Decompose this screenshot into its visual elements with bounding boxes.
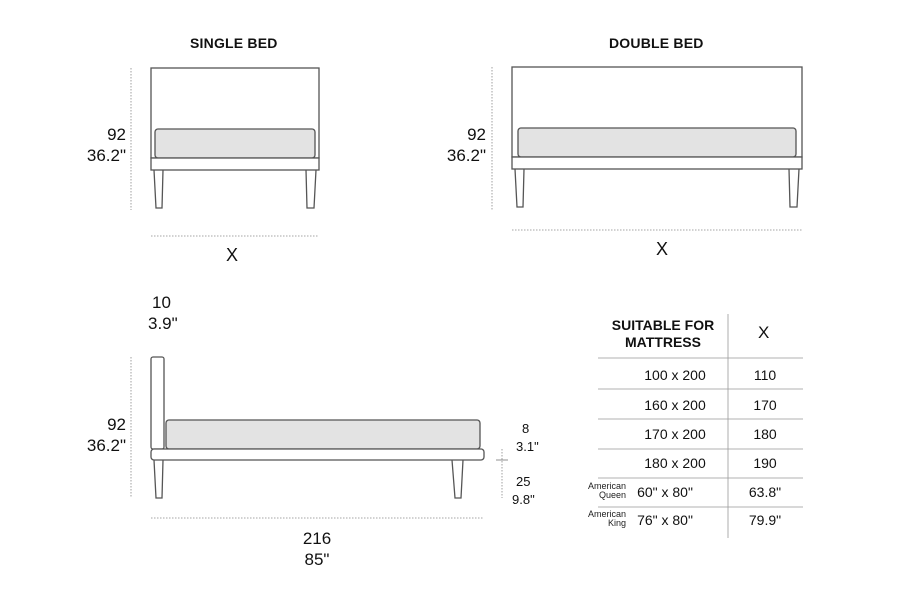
double-bed-height-in: 36.2": [446, 146, 486, 165]
single-bed-height-cm: 92: [107, 125, 126, 144]
side-height-cm: 92: [107, 415, 126, 434]
table-row-5-mattress: 60" x 80": [637, 484, 693, 500]
table-row-2-x: 170: [753, 397, 777, 413]
table-row-3-mattress: 170 x 200: [644, 426, 706, 442]
double-bed-height: 92 36.2": [420, 124, 486, 166]
table-row-2-mattress: 160 x 200: [644, 397, 706, 413]
table-header-x: X: [758, 323, 770, 342]
single-bed-height-in: 36.2": [86, 146, 126, 165]
table-row-6-mattress: 76" x 80": [637, 512, 693, 528]
side-length-cm: 216: [302, 529, 332, 548]
leg-height-in: 9.8": [512, 492, 535, 507]
table-row-5-x: 63.8": [748, 484, 782, 500]
table-row-6-x: 79.9": [748, 512, 782, 528]
table-row-5-note-line-2: Queen: [598, 490, 626, 500]
single-bed-height: 92 36.2": [60, 124, 126, 166]
table-grid: [598, 314, 803, 538]
leg-height-cm: 25: [516, 474, 531, 489]
table-row-4-x: 190: [753, 455, 777, 471]
double-bed-width-label: X: [656, 239, 669, 259]
side-height-in: 36.2": [86, 436, 126, 455]
leg-height: 25 9.8": [512, 473, 535, 509]
frame-height-cm: 8: [522, 421, 530, 436]
side-length: 216 85": [300, 528, 334, 570]
table-header-mattress: SUITABLE FOR MATTRESS: [598, 317, 728, 351]
frame-height: 8 3.1": [516, 420, 539, 456]
headboard-thickness-in: 3.9": [148, 314, 178, 333]
frame-height-in: 3.1": [516, 439, 539, 454]
double-bed-front-drawing: [511, 66, 803, 208]
headboard-thickness-cm: 10: [152, 293, 171, 312]
table-row-4-mattress: 180 x 200: [644, 455, 706, 471]
table-row-6-note-line-2: King: [607, 518, 626, 528]
table-row-1-x: 110: [753, 367, 777, 383]
table-row-6-note-line-1: American: [587, 509, 626, 519]
side-view-drawing: [150, 356, 485, 499]
double-bed-title: DOUBLE BED: [609, 35, 704, 51]
headboard-thickness: 10 3.9": [148, 292, 178, 334]
single-bed-title: SINGLE BED: [190, 35, 278, 51]
table-row-5-note: American Queen: [572, 482, 626, 500]
table-header-line-2: MATTRESS: [625, 334, 701, 350]
table-row-6-note: American King: [572, 510, 626, 528]
table-row-5-note-line-1: American: [587, 481, 626, 491]
single-bed-width-label: X: [226, 245, 239, 265]
double-bed-height-cm: 92: [467, 125, 486, 144]
single-bed-front-drawing: [150, 67, 320, 209]
table-row-3-x: 180: [753, 426, 777, 442]
side-length-in: 85": [304, 550, 330, 569]
table-row-1-mattress: 100 x 200: [644, 367, 706, 383]
side-height: 92 36.2": [60, 414, 126, 456]
table-header-line-1: SUITABLE FOR: [611, 317, 715, 333]
